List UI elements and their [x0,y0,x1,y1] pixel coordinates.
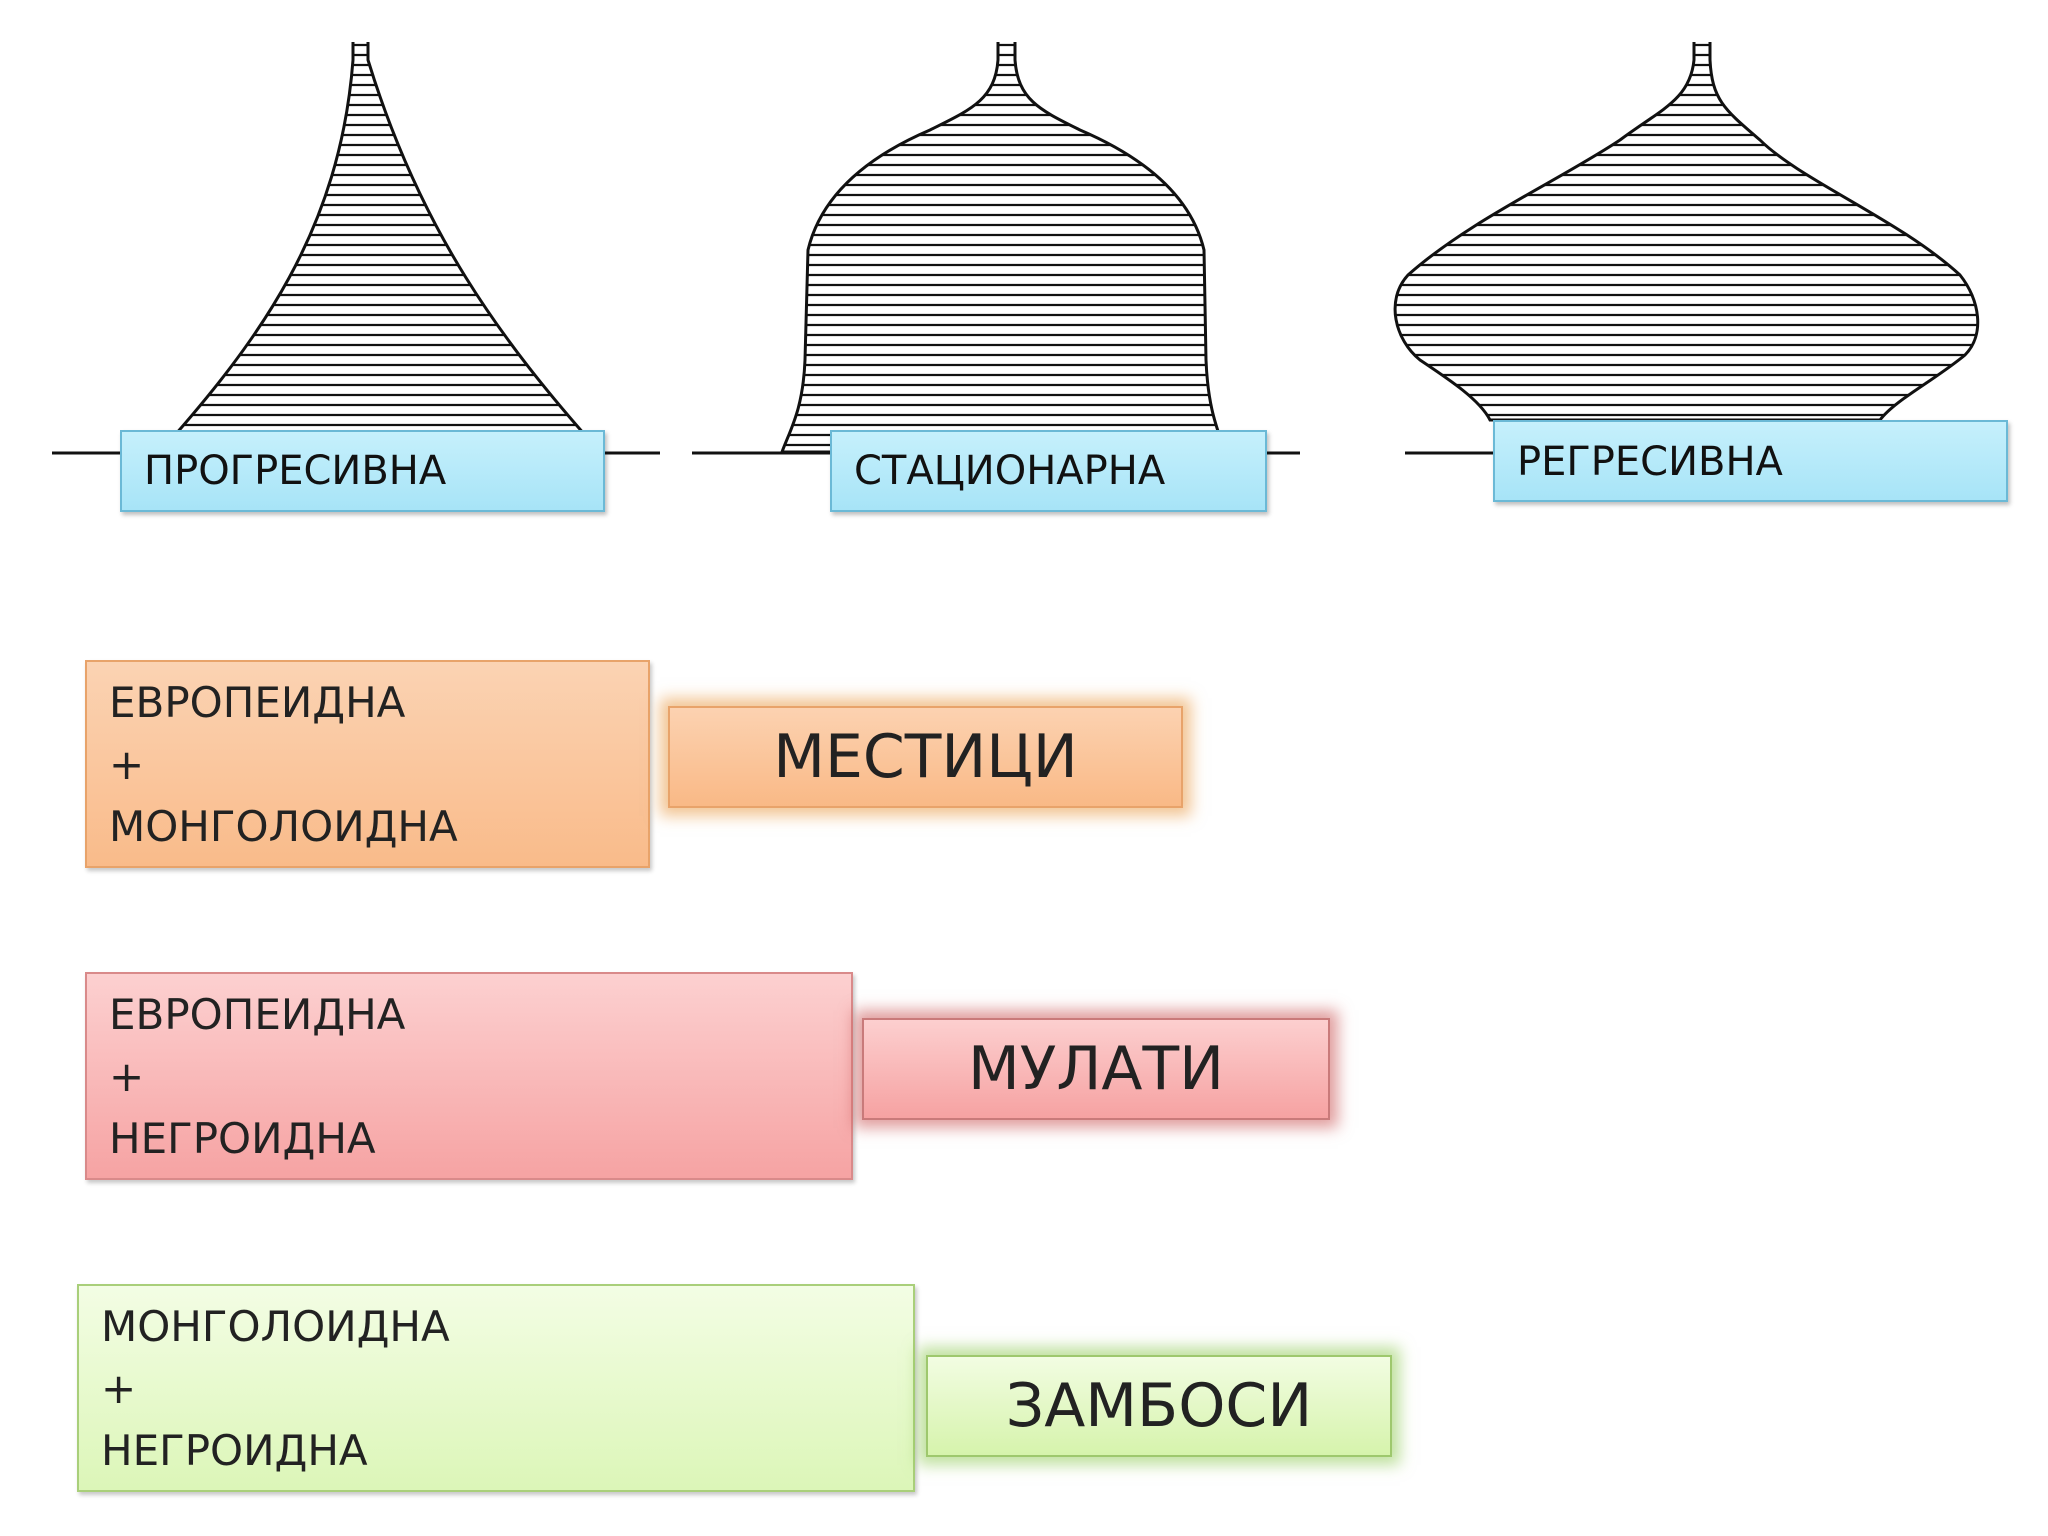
mix-source-line1: ЕВРОПЕИДНА [109,990,406,1039]
pyramid-label-stationary-text: СТАЦИОНАРНА [854,448,1166,494]
mix-result-label: МЕСТИЦИ [773,722,1078,792]
pyramid-label-progressive: ПРОГРЕСИВНА [120,430,605,512]
mix-result-label: ЗАМБОСИ [1005,1371,1313,1441]
mix-source-line2: НЕГРОИДНА [109,1114,376,1163]
mix-source-line2: НЕГРОИДНА [101,1426,368,1475]
pyramid-label-regressive: РЕГРЕСИВНА [1493,420,2008,502]
mix-plus-sign: + [109,740,145,789]
mix-plus-sign: + [101,1364,137,1413]
pyramid-regressive-shape [1393,42,1980,422]
mix-source-line1: ЕВРОПЕИДНА [109,678,406,727]
pyramid-stationary-shape [779,42,1228,454]
mix-source-line1: МОНГОЛОИДНА [101,1302,450,1351]
mix-source-box-3: МОНГОЛОИДНА + НЕГРОИДНА [77,1284,915,1492]
population-pyramids [52,42,1980,455]
mix-source-box-2: ЕВРОПЕИДНА + НЕГРОИДНА [85,972,853,1180]
pyramid-label-regressive-text: РЕГРЕСИВНА [1517,439,1783,485]
pyramid-progressive-shape [156,42,604,454]
mix-source-box-1: ЕВРОПЕИДНА + МОНГОЛОИДНА [85,660,650,868]
pyramid-label-stationary: СТАЦИОНАРНА [830,430,1267,512]
mix-result-box-3: ЗАМБОСИ [926,1355,1392,1457]
mix-result-box-2: МУЛАТИ [862,1018,1330,1120]
mix-result-box-1: МЕСТИЦИ [668,706,1183,808]
mix-plus-sign: + [109,1052,145,1101]
pyramid-label-progressive-text: ПРОГРЕСИВНА [144,448,447,494]
mix-source-line2: МОНГОЛОИДНА [109,802,458,851]
mix-result-label: МУЛАТИ [967,1034,1225,1104]
